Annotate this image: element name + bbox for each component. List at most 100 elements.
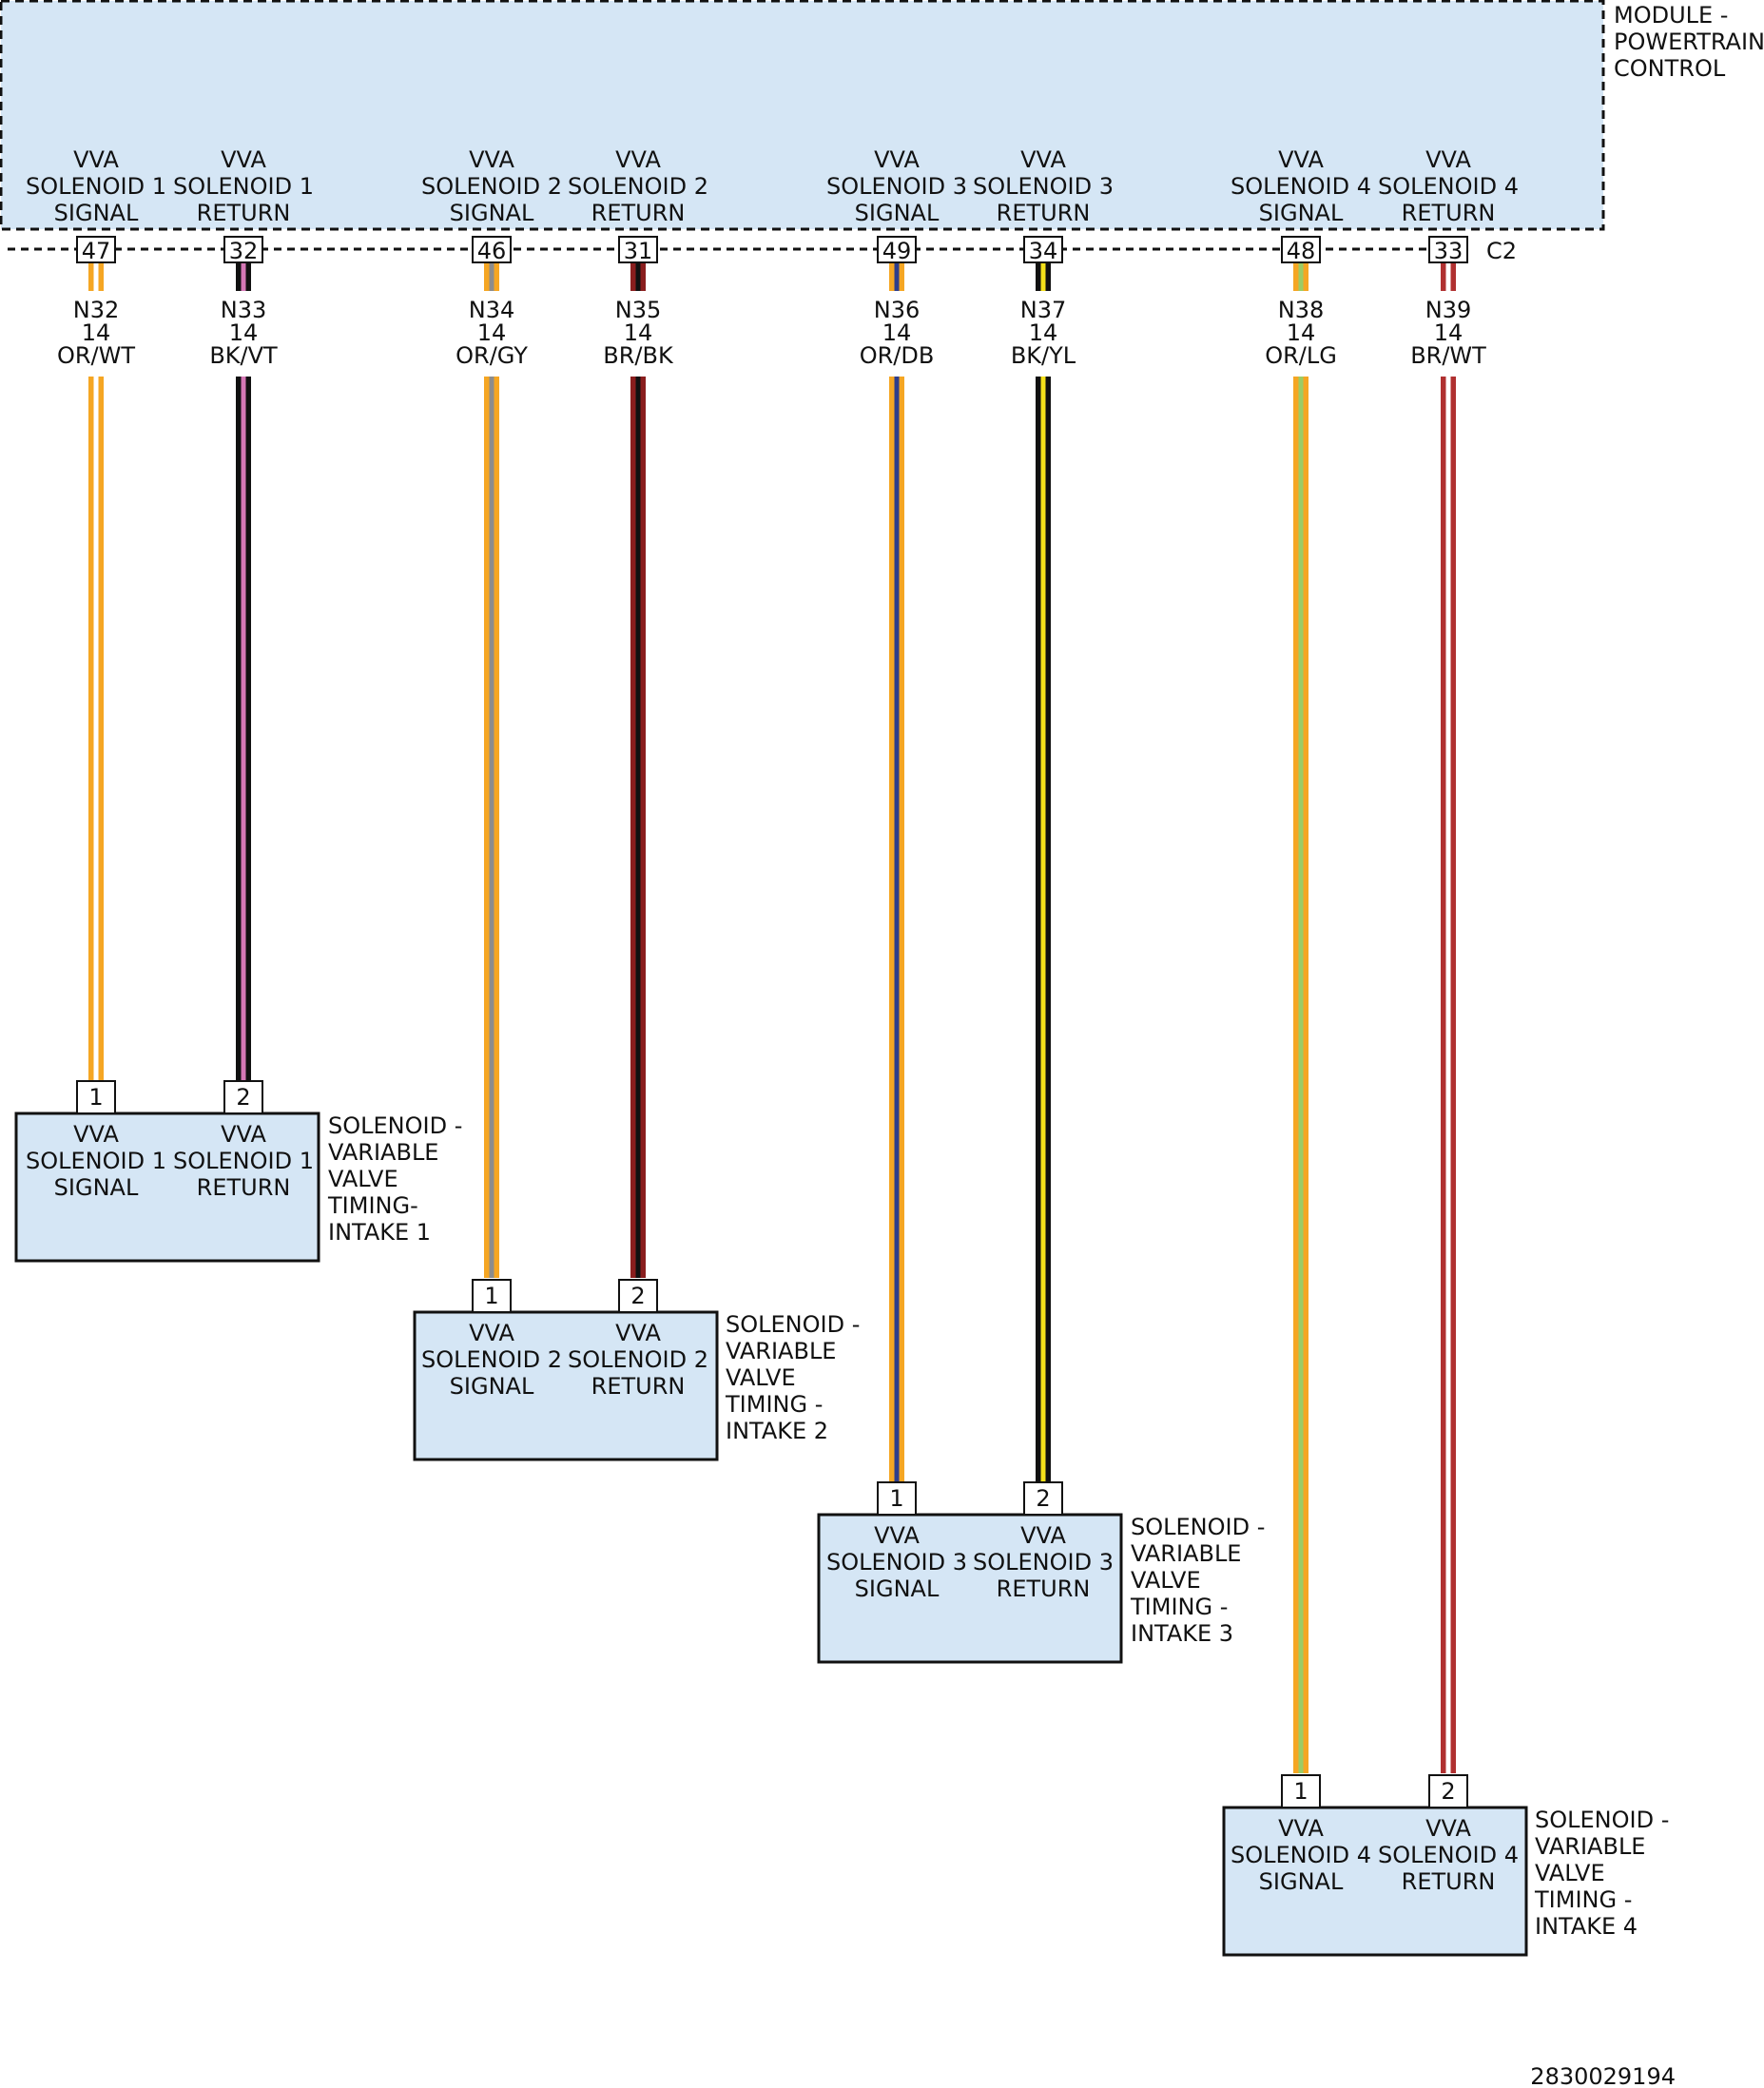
module-pin-label: RETURN	[997, 200, 1091, 226]
module-pin-box	[1281, 236, 1321, 263]
module-pin-label: VVA	[221, 146, 266, 173]
module-pin-label: SOLENOID 2	[421, 173, 562, 200]
solenoid-pin-box	[472, 1279, 512, 1313]
solenoid-pin-label: SIGNAL	[450, 1373, 534, 1400]
solenoid-name-line: VALVE	[328, 1166, 398, 1192]
solenoid-pin-label: VVA	[469, 1320, 514, 1346]
wire-circuit-label: N34	[469, 297, 515, 323]
wire-color-label: OR/LG	[1265, 342, 1337, 369]
solenoid-name-line: VALVE	[726, 1364, 796, 1391]
module-pin-box	[1023, 236, 1063, 263]
module-box	[0, 0, 1605, 231]
solenoid-name-line: VARIABLE	[1131, 1540, 1241, 1567]
module-pin-label: RETURN	[1402, 200, 1496, 226]
solenoid-pin-label: SOLENOID 4	[1378, 1842, 1519, 1868]
solenoid-pin-box	[76, 1080, 116, 1114]
solenoid-name-line: VALVE	[1535, 1860, 1605, 1886]
wire-circuit-label: N39	[1425, 297, 1472, 323]
module-name-line: CONTROL	[1614, 55, 1726, 82]
module-pin-box	[76, 236, 116, 263]
solenoid-pin-label: RETURN	[591, 1373, 686, 1400]
solenoid-pin-number: 2	[1036, 1485, 1050, 1512]
wire-color-label: OR/GY	[456, 342, 528, 369]
solenoid-name-line: TIMING-	[327, 1192, 418, 1219]
module-pin-label: SIGNAL	[1259, 200, 1344, 226]
module-pin-number: 31	[624, 238, 653, 264]
solenoid-pin-number: 1	[1293, 1778, 1308, 1805]
solenoid-pin-label: SOLENOID 4	[1231, 1842, 1371, 1868]
solenoid-name-line: VARIABLE	[726, 1338, 836, 1364]
solenoid-pin-label: VVA	[874, 1522, 920, 1549]
solenoid-pin-label: RETURN	[997, 1576, 1091, 1602]
solenoid-name-line: VARIABLE	[1535, 1833, 1645, 1860]
module-pin-label: SOLENOID 4	[1378, 173, 1519, 200]
wire-circuit-label: N37	[1020, 297, 1067, 323]
module-pin-label: RETURN	[591, 200, 686, 226]
module-pin-number: 33	[1434, 238, 1464, 264]
solenoid-name-line: SOLENOID -	[328, 1112, 462, 1139]
module-pin-box	[223, 236, 263, 263]
solenoid-name-line: INTAKE 2	[726, 1418, 828, 1444]
wire-color-label: BR/BK	[603, 342, 674, 369]
diagram-id: 2830029194	[1530, 2063, 1676, 2088]
module-pin-number: 48	[1287, 238, 1316, 264]
solenoid-pin-label: VVA	[1425, 1815, 1471, 1842]
wire-circuit-label: N38	[1278, 297, 1325, 323]
module-pin-box	[618, 236, 658, 263]
module-pin-number: 47	[82, 238, 111, 264]
wire-circuit-label: N33	[221, 297, 267, 323]
solenoid-pin-box	[1281, 1774, 1321, 1808]
wire-circuit-label: N36	[874, 297, 921, 323]
wire-color-label: OR/WT	[57, 342, 135, 369]
solenoid-pin-number: 1	[88, 1084, 103, 1111]
solenoid-pin-label: VVA	[221, 1121, 266, 1148]
solenoid-pin-label: SIGNAL	[1259, 1868, 1344, 1895]
module-pin-label: SOLENOID 1	[173, 173, 314, 200]
solenoid-pin-label: RETURN	[1402, 1868, 1496, 1895]
solenoid-name-line: INTAKE 1	[328, 1219, 431, 1246]
module-pin-box	[1428, 236, 1468, 263]
module-pin-label: RETURN	[197, 200, 291, 226]
solenoid-box-2	[413, 1310, 719, 1461]
module-pin-label: VVA	[1278, 146, 1324, 173]
solenoid-name-line: TIMING -	[725, 1391, 823, 1418]
solenoid-box-1	[14, 1112, 320, 1263]
solenoid-name-line: SOLENOID -	[726, 1311, 860, 1338]
module-pin-label: VVA	[1020, 146, 1066, 173]
solenoid-box-3	[817, 1513, 1123, 1664]
wire-gauge-label: 14	[82, 319, 111, 346]
module-pin-box	[877, 236, 917, 263]
module-name-line: POWERTRAIN	[1614, 29, 1764, 55]
solenoid-name-line: INTAKE 4	[1535, 1913, 1638, 1940]
solenoid-pin-label: VVA	[615, 1320, 661, 1346]
module-pin-number: 46	[477, 238, 507, 264]
wire-gauge-label: 14	[229, 319, 259, 346]
solenoid-pin-label: SOLENOID 3	[826, 1549, 967, 1576]
module-pin-label: SIGNAL	[855, 200, 940, 226]
solenoid-pin-box	[223, 1080, 263, 1114]
module-pin-number: 49	[882, 238, 912, 264]
wire-color-label: OR/DB	[860, 342, 935, 369]
module-pin-label: SIGNAL	[54, 200, 139, 226]
solenoid-pin-label: SOLENOID 1	[173, 1148, 314, 1174]
module-pin-label: VVA	[469, 146, 514, 173]
solenoid-pin-box	[877, 1481, 917, 1516]
module-pin-label: SOLENOID 1	[26, 173, 166, 200]
solenoid-pin-label: VVA	[73, 1121, 119, 1148]
wire-circuit-label: N32	[73, 297, 120, 323]
module-pin-label: SOLENOID 4	[1231, 173, 1371, 200]
module-pin-box	[472, 236, 512, 263]
solenoid-name-line: TIMING -	[1130, 1594, 1228, 1620]
connector-name: C2	[1486, 238, 1517, 264]
wire-color-label: BK/VT	[209, 342, 278, 369]
solenoid-name-line: SOLENOID -	[1535, 1807, 1669, 1833]
module-pin-label: SIGNAL	[450, 200, 534, 226]
solenoid-pin-box	[1023, 1481, 1063, 1516]
wire-gauge-label: 14	[882, 319, 912, 346]
solenoid-pin-label: VVA	[1020, 1522, 1066, 1549]
solenoid-pin-box	[1428, 1774, 1468, 1808]
solenoid-pin-label: VVA	[1278, 1815, 1324, 1842]
module-pin-label: VVA	[73, 146, 119, 173]
wire-color-label: BR/WT	[1410, 342, 1486, 369]
